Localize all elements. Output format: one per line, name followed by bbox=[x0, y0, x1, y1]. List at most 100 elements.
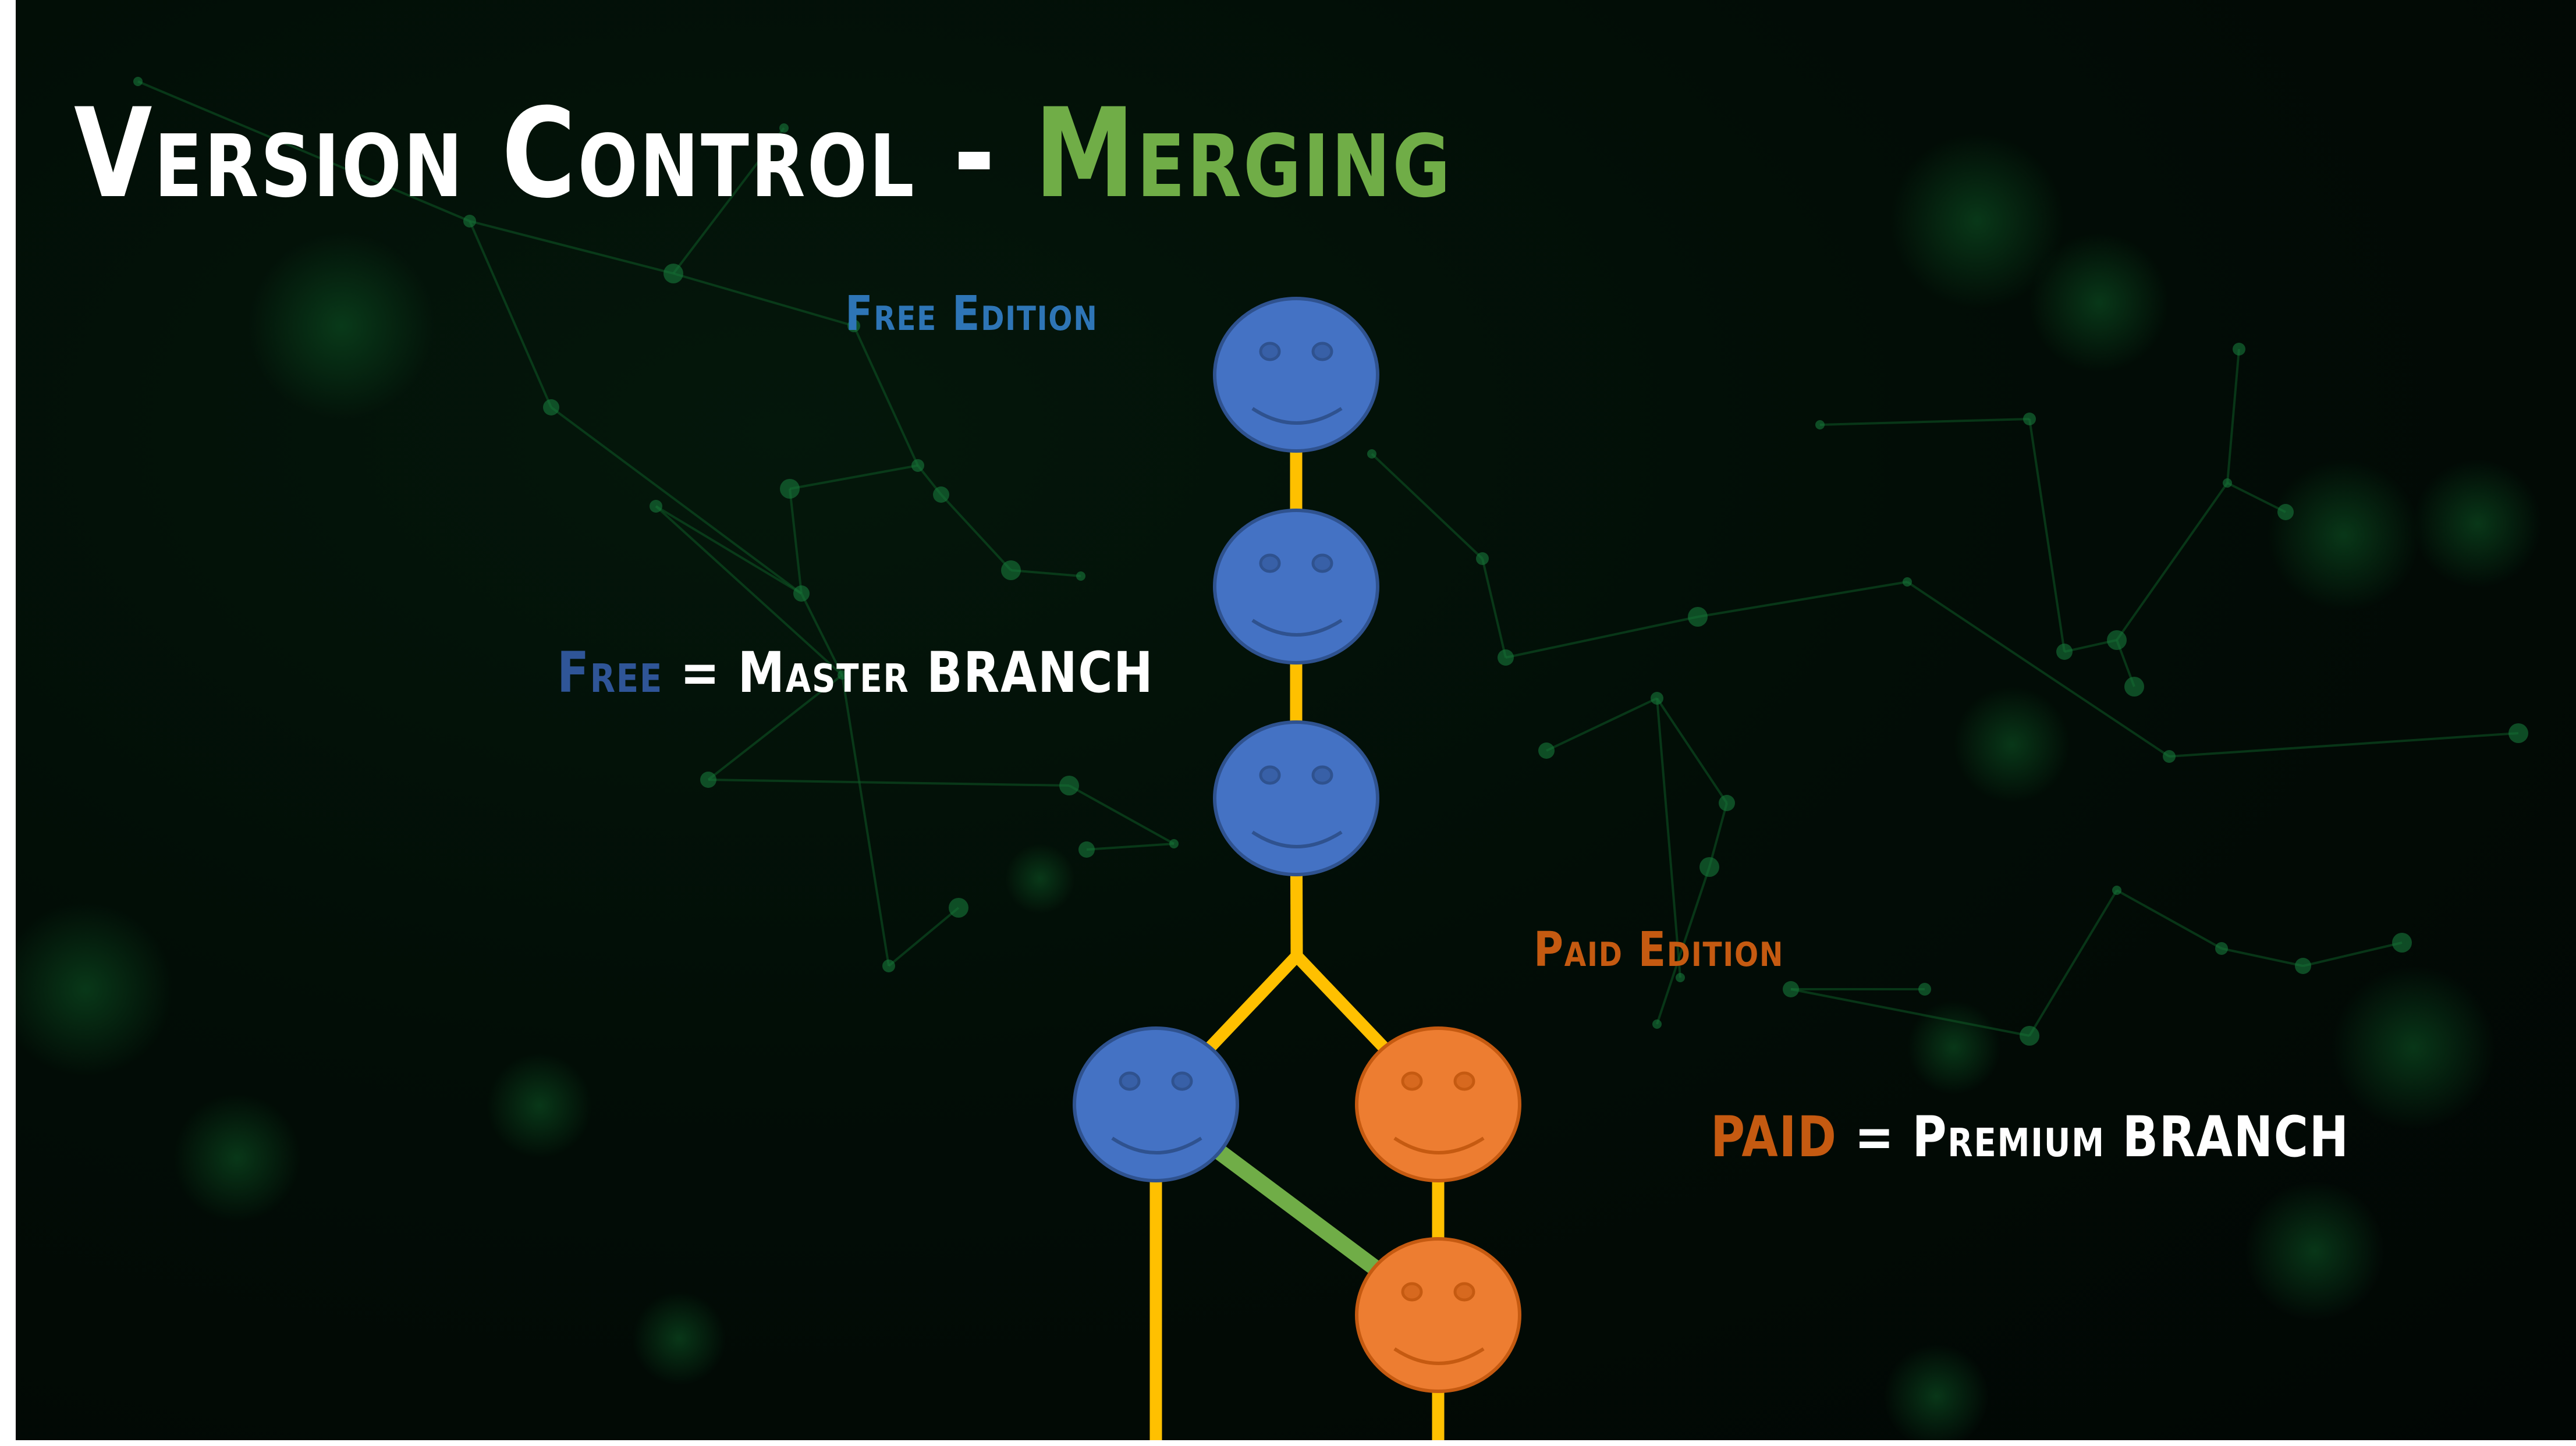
bg-link bbox=[2028, 418, 2066, 652]
bg-node bbox=[780, 479, 800, 499]
title-accent: Merging bbox=[1034, 81, 1453, 225]
bg-link bbox=[800, 593, 843, 676]
bg-link bbox=[841, 674, 890, 967]
paid-branch-legend: PAID = Premium BRANCH bbox=[1711, 1104, 2350, 1170]
bg-link bbox=[789, 488, 803, 594]
bg-link bbox=[1708, 802, 1728, 868]
bg-link bbox=[1790, 988, 2030, 1037]
bg-link bbox=[1069, 784, 1175, 845]
right-eye bbox=[1453, 1071, 1475, 1091]
bg-glow bbox=[633, 1292, 726, 1385]
bg-link bbox=[888, 907, 960, 967]
bg-node bbox=[1903, 577, 1912, 587]
bg-link bbox=[940, 493, 1012, 571]
right-eye bbox=[1171, 1071, 1193, 1091]
bg-node bbox=[847, 319, 860, 332]
bg-link bbox=[2302, 942, 2403, 967]
bg-node bbox=[133, 77, 143, 86]
bg-node bbox=[1783, 981, 1799, 997]
bg-node bbox=[1699, 857, 1719, 877]
free-value: = Master BRANCH bbox=[663, 640, 1154, 705]
bg-node bbox=[1169, 839, 1179, 848]
smile-mouth bbox=[1393, 1347, 1485, 1365]
bg-node bbox=[1498, 649, 1514, 666]
bg-node bbox=[1719, 795, 1735, 811]
bg-node bbox=[1001, 560, 1021, 580]
bg-node bbox=[2020, 1026, 2039, 1046]
bg-link bbox=[1505, 616, 1698, 659]
branch-diagram bbox=[1073, 297, 1521, 1440]
smiley-face-icon bbox=[1355, 1237, 1521, 1393]
bg-node bbox=[1918, 983, 1931, 996]
bg-node bbox=[933, 486, 949, 503]
bg-link bbox=[2227, 482, 2286, 513]
bg-link bbox=[655, 505, 843, 676]
smiley-face-icon bbox=[1213, 720, 1379, 876]
smile-mouth bbox=[1251, 407, 1343, 425]
bg-node bbox=[911, 459, 924, 472]
commit-node-paid-2 bbox=[1355, 1237, 1521, 1393]
bg-node bbox=[1059, 776, 1079, 795]
bg-link bbox=[1371, 453, 1484, 560]
bg-node bbox=[1367, 449, 1376, 459]
commit-node-free-3 bbox=[1213, 720, 1379, 876]
right-eye bbox=[1311, 765, 1333, 785]
free-edition-label: Free Edition bbox=[845, 286, 1098, 342]
bg-node bbox=[1538, 742, 1555, 759]
bg-link bbox=[1086, 843, 1175, 851]
smile-mouth bbox=[1251, 830, 1343, 848]
bg-node bbox=[2215, 942, 2228, 955]
bg-node bbox=[2392, 933, 2412, 953]
smiley-face-icon bbox=[1213, 297, 1379, 453]
bg-node bbox=[1651, 692, 1663, 705]
bg-node bbox=[2277, 504, 2294, 520]
bg-glow bbox=[2268, 460, 2419, 611]
bg-link bbox=[2169, 732, 2519, 758]
paid-value: = Premium BRANCH bbox=[1837, 1104, 2350, 1170]
right-eye bbox=[1453, 1282, 1475, 1302]
smile-mouth bbox=[1251, 619, 1343, 637]
bg-node bbox=[650, 500, 662, 513]
bg-node bbox=[463, 215, 476, 228]
bg-link bbox=[469, 221, 552, 408]
bg-link bbox=[469, 220, 674, 275]
bg-node bbox=[1688, 607, 1708, 627]
bg-node bbox=[2163, 750, 2176, 763]
right-eye bbox=[1311, 342, 1333, 361]
bg-node bbox=[2023, 413, 2036, 425]
smiley-face-icon bbox=[1355, 1026, 1521, 1182]
free-branch-legend: Free = Master BRANCH bbox=[557, 640, 1154, 705]
bg-link bbox=[1656, 866, 1711, 1025]
bg-glow bbox=[1005, 844, 1075, 914]
bg-link bbox=[2221, 947, 2304, 967]
bg-glow bbox=[249, 233, 435, 419]
bg-link bbox=[655, 505, 803, 595]
bg-link bbox=[2226, 349, 2240, 484]
bg-link bbox=[673, 272, 854, 327]
bg-link bbox=[1656, 698, 1681, 978]
bg-link bbox=[2116, 889, 2222, 950]
bg-glow bbox=[2245, 1181, 2385, 1321]
bg-glow bbox=[1907, 1001, 2000, 1094]
bg-link bbox=[2028, 889, 2118, 1037]
bg-node bbox=[543, 399, 559, 415]
bg-node bbox=[1652, 1019, 1662, 1029]
slide: Version Control - Merging Free Edition F… bbox=[16, 0, 2576, 1440]
bg-node bbox=[2295, 958, 2311, 974]
smiley-face-icon bbox=[1073, 1026, 1239, 1182]
commit-node-paid-1 bbox=[1355, 1026, 1521, 1182]
bg-node bbox=[1076, 571, 1085, 581]
bg-node bbox=[1476, 552, 1489, 565]
bg-node bbox=[882, 960, 895, 972]
bg-node bbox=[2223, 478, 2232, 488]
bg-node bbox=[700, 772, 716, 788]
left-eye bbox=[1259, 553, 1281, 573]
left-eye bbox=[1259, 765, 1281, 785]
title-main: Version Control - bbox=[74, 81, 1034, 225]
bg-link bbox=[550, 406, 803, 595]
smiley-face-icon bbox=[1213, 509, 1379, 665]
bg-node bbox=[663, 264, 683, 283]
paid-key: PAID bbox=[1711, 1104, 1837, 1170]
bg-link bbox=[1819, 418, 2030, 426]
paid-edition-label: Paid Edition bbox=[1534, 922, 1784, 978]
